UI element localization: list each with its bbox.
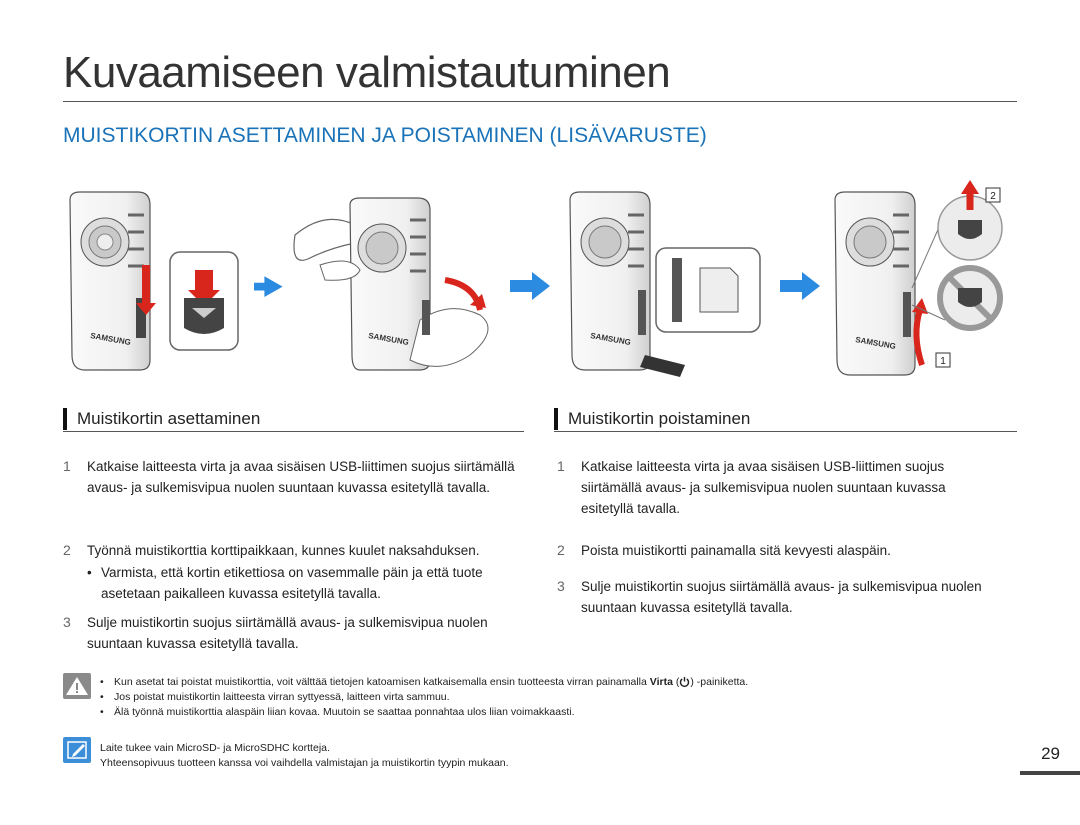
svg-text:1: 1 <box>940 356 946 367</box>
right-arrow-icon <box>253 276 283 297</box>
up-arrow-icon <box>961 180 979 194</box>
insert-step-1: 1 Katkaise laitteesta virta ja avaa sisä… <box>63 458 515 495</box>
section-subtitle: MUISTIKORTIN ASETTAMINEN JA POISTAMINEN … <box>63 124 707 147</box>
step-marker-2 <box>985 187 1001 203</box>
zoom-detail-1 <box>169 251 239 351</box>
right-arrow-icon <box>510 272 550 300</box>
instruction-illustration: SAMSUNG SAMSUNG SAMSUNG <box>69 180 1003 377</box>
note-badge <box>63 737 91 763</box>
svg-text:2: 2 <box>990 191 996 202</box>
page-title: Kuvaamiseen valmistautuminen <box>63 48 671 97</box>
down-arrow-icon <box>188 270 220 306</box>
remove-heading: Muistikortin poistaminen <box>554 408 750 430</box>
caution-line-3: •Älä työnnä muistikorttia alaspäin liian… <box>100 706 575 718</box>
caution-line-1: •Kun asetat tai poistat muistikorttia, v… <box>100 676 749 688</box>
curved-arrow-icon <box>470 294 486 308</box>
camcorder-illustration-3: SAMSUNG <box>569 191 685 377</box>
caution-line-2: •Jos poistat muistikortin laitteesta vir… <box>100 691 450 703</box>
right-arrow-icon <box>780 272 820 300</box>
down-arrow-icon <box>136 265 156 315</box>
zoom-detail-3 <box>655 247 761 333</box>
remove-step-1: 1 Katkaise laitteesta virta ja avaa sisä… <box>557 458 946 516</box>
warning-icon <box>66 677 88 695</box>
insert-step-2-bullet: • Varmista, että kortin etikettiosa on v… <box>87 565 483 601</box>
power-icon <box>679 676 690 687</box>
camcorder-illustration-2: SAMSUNG <box>293 197 489 371</box>
pencil-icon <box>67 741 87 759</box>
caution-badge <box>63 673 91 699</box>
title-divider <box>63 101 1017 102</box>
note-line-1: Laite tukee vain MicroSD- ja MicroSDHC k… <box>100 742 330 754</box>
remove-step-2: 2 Poista muistikortti painamalla sitä ke… <box>557 542 891 558</box>
page-number: 29 <box>1041 744 1060 763</box>
camcorder-illustration-1: SAMSUNG <box>69 191 151 371</box>
insert-step-3: 3 Sulje muistikortin suojus siirtämällä … <box>63 614 488 651</box>
zoom-detail-4 <box>911 180 1003 331</box>
insert-heading: Muistikortin asettaminen <box>63 408 260 430</box>
camcorder-illustration-4: SAMSUNG <box>834 191 916 376</box>
page-number-bar <box>1020 771 1080 775</box>
note-line-2: Yhteensopivuus tuotteen kanssa voi vaihd… <box>100 757 509 769</box>
step-marker-1 <box>935 352 951 368</box>
insert-step-2: 2 Työnnä muistikorttia korttipaikkaan, k… <box>63 542 480 558</box>
remove-heading-rule <box>554 431 1017 432</box>
remove-step-3: 3 Sulje muistikortin suojus siirtämällä … <box>557 578 982 615</box>
insert-heading-rule <box>63 431 524 432</box>
